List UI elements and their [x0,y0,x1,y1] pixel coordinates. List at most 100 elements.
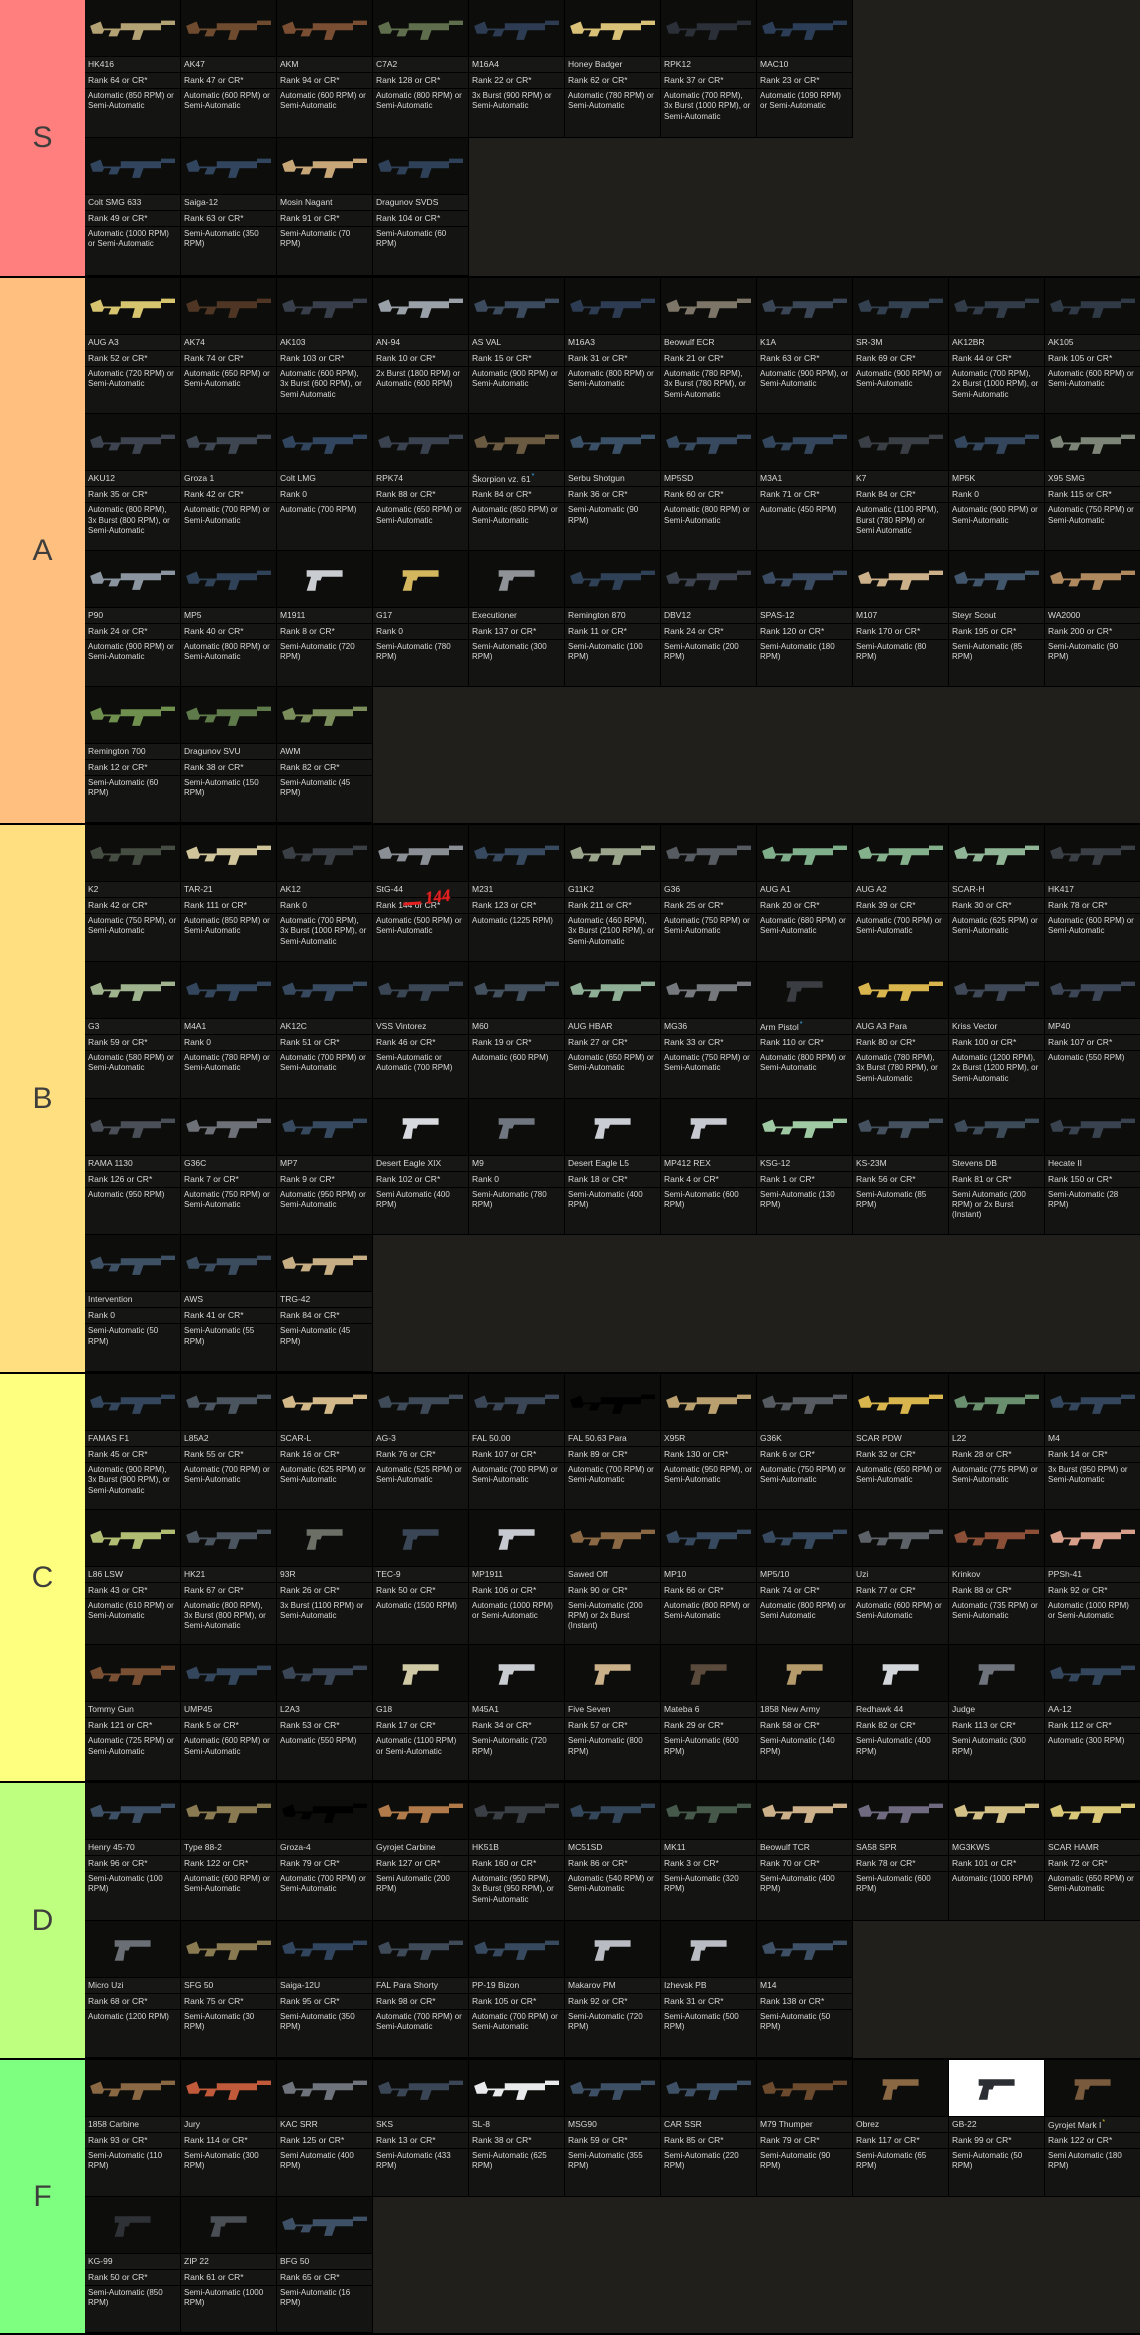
weapon-tile[interactable]: Gyrojet Mark I*Rank 122 or CR*Semi Autom… [1045,2060,1140,2197]
weapon-tile[interactable]: Arm Pistol*Rank 110 or CR*Automatic (800… [757,961,853,1099]
